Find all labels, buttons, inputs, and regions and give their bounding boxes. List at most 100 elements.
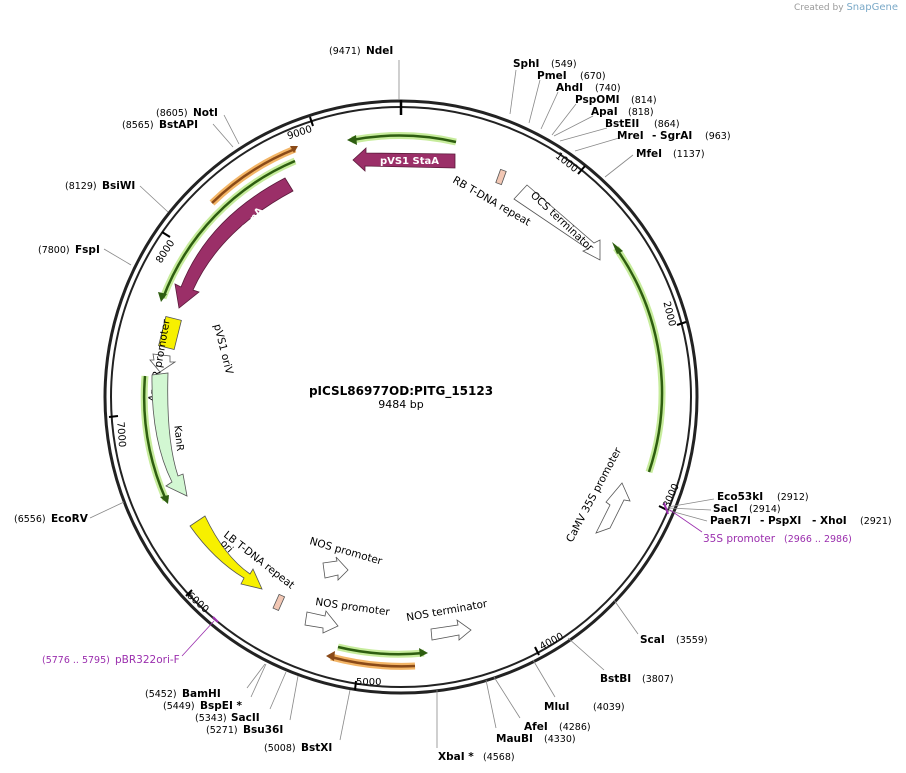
- tick-mark: [354, 680, 357, 691]
- site-pos: (8129): [65, 181, 97, 192]
- site-name: MreI: [617, 130, 644, 142]
- primer-pbr322ori-f: (5776 .. 5795) pBR322ori-F: [42, 616, 219, 666]
- site-pos: (5008): [264, 743, 296, 754]
- primer-label: 35S promoter: [703, 533, 776, 545]
- feature-camv-35s: [595, 482, 631, 534]
- site-pos: (5452): [145, 689, 177, 700]
- site-name: EcoRV: [51, 513, 89, 525]
- tick-mark: [534, 646, 540, 656]
- site-leader: [604, 154, 634, 178]
- site-leader: [485, 679, 497, 729]
- tick-label: 8000: [154, 238, 177, 265]
- orf-arc-right: [614, 247, 664, 473]
- restriction-sites: (9471) NdeI SphI (549) PmeI (670) AhdI (…: [14, 45, 892, 763]
- site-name: SphI: [513, 58, 539, 70]
- site-pos: (549): [551, 59, 577, 70]
- feature-ori: [189, 515, 263, 590]
- site-name: AfeI: [524, 721, 548, 733]
- site-leader: [289, 675, 299, 721]
- backbone: [103, 99, 699, 695]
- site-name: SacI: [713, 503, 738, 515]
- tick-label: 7000: [114, 421, 127, 447]
- feature-pvs1-repa: [174, 177, 294, 309]
- feature-pvs1-oriv: [158, 316, 182, 350]
- primer-label: pBR322ori-F: [115, 654, 180, 666]
- orf-arc-right-arrowhead: [612, 242, 623, 254]
- site-pos: (4330): [544, 734, 576, 745]
- tick-mark: [108, 415, 119, 418]
- site-pos: (5271): [206, 725, 238, 736]
- orf-arc-top-arrowhead: [347, 135, 357, 145]
- orange-arc-bottom: [330, 655, 416, 668]
- feature-lb-repeat: [272, 593, 286, 612]
- site-leader: [613, 599, 639, 635]
- site-name: NotI: [193, 107, 218, 119]
- site-name: MfeI: [636, 148, 662, 160]
- site-name: BamHI: [182, 688, 221, 700]
- site-pos: (864): [654, 119, 680, 130]
- site-leader: [139, 185, 169, 213]
- site-pos: (2914): [749, 504, 781, 515]
- site-leader: [667, 498, 715, 508]
- orf-arc-right-glow: [613, 245, 666, 474]
- site-name: PspOMI: [575, 94, 620, 106]
- feature-rb-repeat: [495, 168, 507, 186]
- orf-arc-top: [351, 134, 457, 144]
- feature-nos-promoter-1: [322, 556, 349, 581]
- site-name: Eco53kI: [717, 491, 763, 503]
- site-pos: (5343): [195, 713, 227, 724]
- tick-mark: [577, 165, 586, 175]
- site-name: BspEI *: [200, 700, 243, 712]
- site-leader: [540, 91, 559, 130]
- site-leader: [528, 79, 541, 124]
- site-name: AhdI: [556, 82, 583, 94]
- site-name: BstXI: [301, 742, 332, 754]
- site-pos: (1137): [673, 149, 705, 160]
- site-pos: (5449): [163, 701, 195, 712]
- site-leader: [269, 671, 287, 710]
- site-name: BsiWI: [102, 180, 135, 192]
- primer-leader: [181, 620, 215, 657]
- site-leader: [509, 69, 517, 115]
- site-pos: (2921): [860, 516, 892, 527]
- orange-arc-top: [211, 147, 296, 204]
- site-name: PmeI: [537, 70, 567, 82]
- orf-arc-left-lower: [142, 375, 168, 501]
- tick-mark: [185, 589, 193, 597]
- site-leader: [567, 637, 605, 671]
- site-leader: [666, 509, 708, 522]
- site-name: BstEII: [605, 118, 639, 130]
- feature-pvs1-staa-label: pVS1 StaA: [380, 156, 439, 167]
- site-pos: (4568): [483, 752, 515, 763]
- orf-arc-left-lower-arrowhead: [160, 495, 169, 504]
- primer-pos: (5776 .. 5795): [42, 655, 110, 666]
- site-pos: (8565): [122, 120, 154, 131]
- orf-arc-bottom: [337, 645, 425, 656]
- tick-8000: 8000: [154, 231, 177, 265]
- plasmid-name: pICSL86977OD:PITG_15123: [309, 384, 493, 399]
- site-name: FspI: [75, 244, 100, 256]
- feature-ocs-terminator: [513, 184, 601, 261]
- site-leader: [551, 103, 577, 136]
- site-name: - SgrAI: [652, 130, 692, 142]
- feature-nos-promoter-1-label: NOS promoter: [308, 535, 384, 567]
- tick-7000: 7000: [108, 415, 127, 448]
- site-name: NdeI: [366, 45, 393, 57]
- primer-35s-promoter: 35S promoter (2966 .. 2986): [663, 502, 852, 545]
- site-leader: [553, 115, 594, 137]
- tick-label: 4000: [538, 631, 566, 653]
- primer-arrow: [663, 502, 669, 515]
- site-leader: [532, 659, 556, 698]
- feature-ocs-terminator-label: OCS terminator: [528, 189, 596, 254]
- site-name: BstAPI: [159, 119, 198, 131]
- feature-nos-terminator-label: NOS terminator: [405, 598, 488, 624]
- site-name: PaeR7I: [710, 515, 751, 527]
- site-name: MluI: [544, 701, 569, 713]
- feature-pvs1-staa: [352, 147, 456, 172]
- site-leader: [89, 501, 125, 519]
- site-pos: (963): [705, 131, 731, 142]
- primer-arrow: [212, 616, 219, 623]
- orange-arc-bottom-arrowhead: [326, 651, 335, 661]
- tick-5000: 5000: [354, 677, 381, 691]
- site-leader: [667, 507, 712, 511]
